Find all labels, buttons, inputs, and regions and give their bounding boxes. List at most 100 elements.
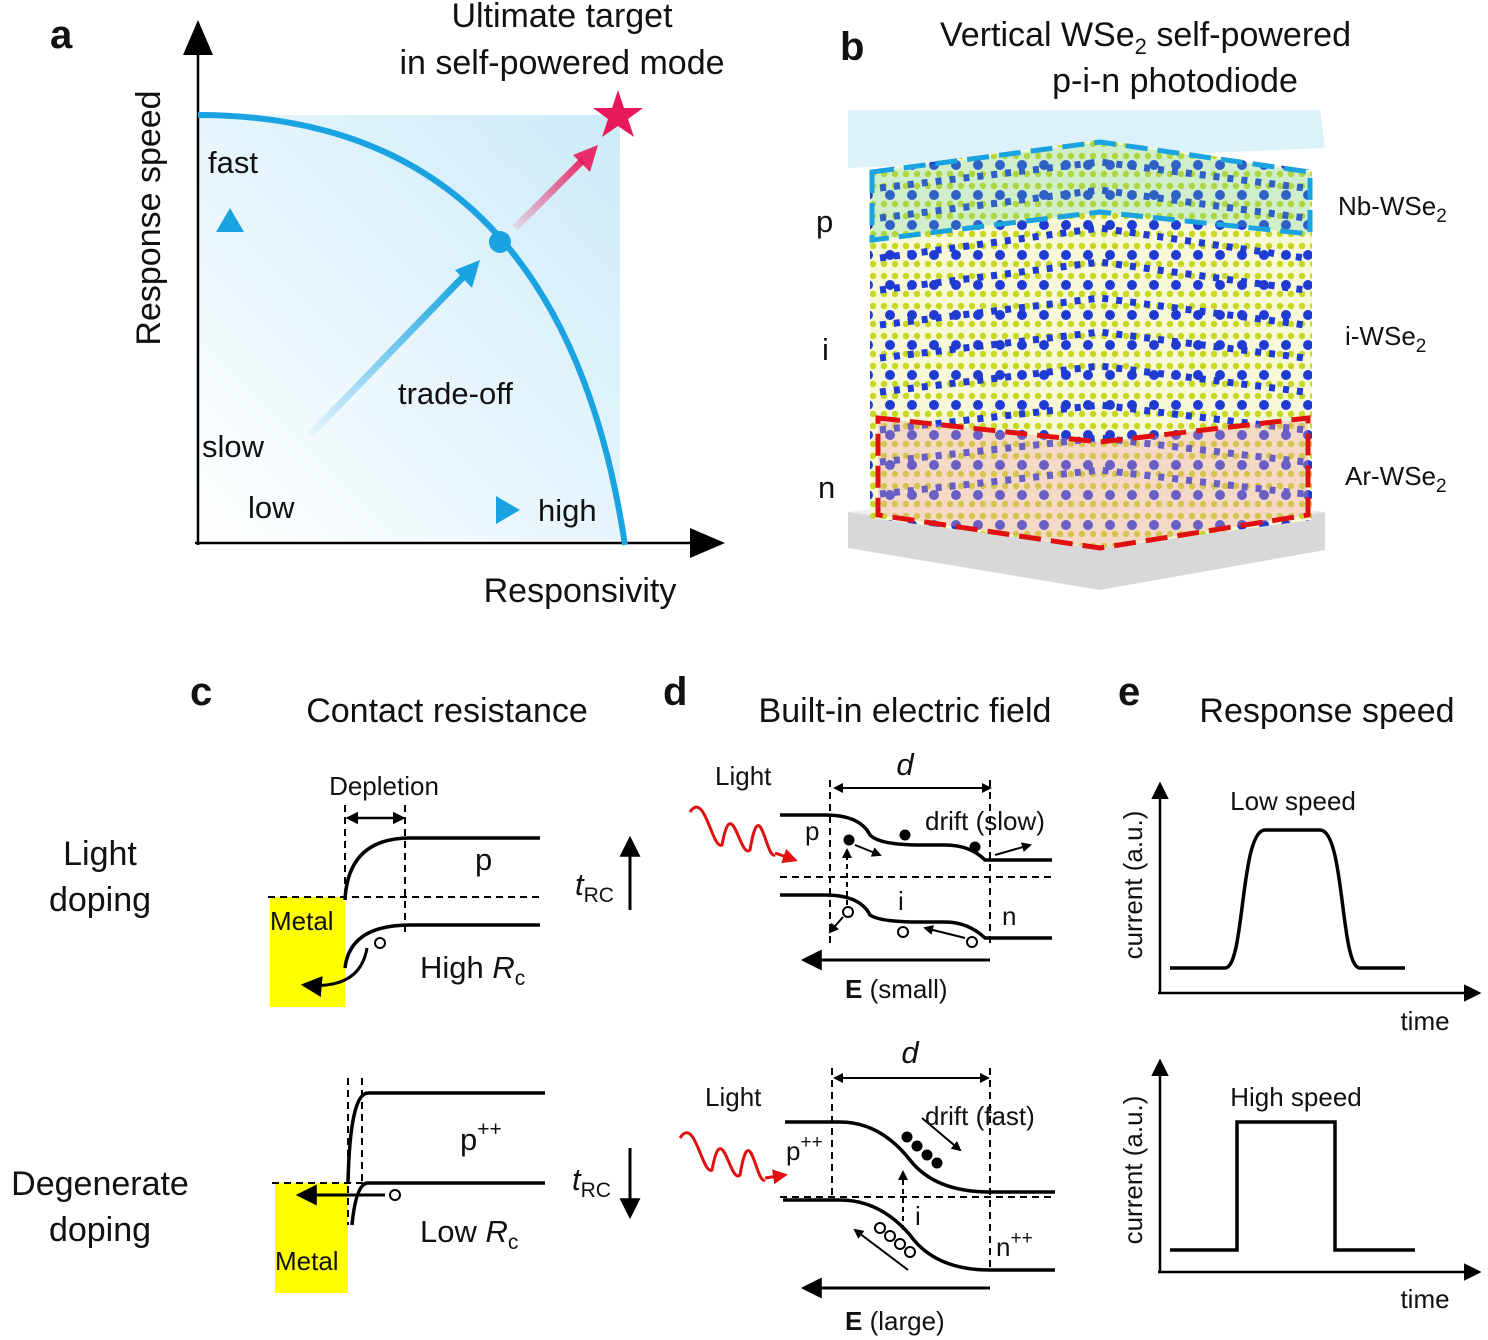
electron-icon [911,1140,923,1152]
target-label-line2: in self-powered mode [399,44,724,82]
conduction-band-d-top [780,893,1052,940]
material-p-label: Nb-WSe2 [1338,191,1447,227]
metal-block-bottom [275,1183,348,1293]
layer-i-label: i [822,332,829,367]
hole-icon [842,906,854,918]
tradeoff-arrow [307,272,468,438]
light-arrow-top [774,848,798,864]
high-arrow-head [496,496,520,524]
layer-n-label: n [818,470,835,505]
ppp-label: p++ [460,1118,502,1157]
x-axis-arrowhead [690,528,725,558]
conduction-band-d-bottom [783,1198,1055,1272]
conduction-band-top [343,923,540,969]
row1-label-line2: doping [49,881,151,919]
hole-icon [897,926,909,938]
valence-band-bottom [346,1091,545,1184]
target-arrow [512,157,586,231]
low-speed-label: Low speed [1230,786,1356,816]
y-axis-arrowhead [183,20,213,55]
panel-d: d Built-in electric field Light d p i n … [663,670,1055,1336]
p-label-d-top: p [805,816,819,846]
hole-icon [374,937,386,949]
panel-a-label: a [50,13,73,57]
fast-label: fast [208,145,258,180]
material-n-label: Ar-WSe2 [1345,461,1447,497]
material-i-label: i-WSe2 [1345,321,1426,357]
light-label-bottom: Light [705,1082,762,1112]
i-label-d-bottom: i [915,1201,921,1231]
panel-c-title: Contact resistance [306,692,588,730]
trc-label-bottom: tRC [572,1162,611,1202]
panel-c-label: c [190,670,212,714]
hole-icon [894,1238,906,1250]
p-label-top: p [475,842,492,877]
e-top-x-label: time [1400,1006,1449,1036]
hole-transport-arrow [300,947,369,997]
npp-label-d: n++ [996,1228,1033,1262]
high-speed-label: High speed [1230,1082,1362,1112]
electron-icon [899,829,911,841]
x-axis-label: Responsivity [484,572,677,610]
p-region-outline [869,139,1313,243]
metal-label-bottom: Metal [275,1246,339,1276]
field-large-label: E (large) [845,1306,945,1336]
e-bottom-x-label: time [1400,1284,1449,1314]
light-arrow-bottom [764,1169,788,1185]
panel-e-label: e [1118,670,1140,714]
hole-drift-arrow [923,925,966,939]
drift-slow-label: drift (slow) [925,806,1045,836]
row2-label-line2: doping [49,1211,151,1249]
hole-icon [389,1189,401,1201]
panel-a: a Ultimate target in self-powered mode R… [50,0,725,610]
light-label-top: Light [715,761,772,791]
low-speed-response-curve [1170,828,1405,970]
e-bottom-y-label: current (a.u.) [1118,1096,1148,1245]
tradeoff-curve [197,112,628,546]
target-label-line1: Ultimate target [451,0,673,35]
panel-c: c Contact resistance Light doping Degene… [11,670,641,1293]
electron-drift-arrow [921,1117,962,1152]
valence-band-d-top [780,813,1052,862]
drift-fast-label: drift (fast) [925,1101,1035,1131]
hole-icon [904,1246,916,1258]
ppp-label-d: p++ [786,1132,823,1166]
light-wave-bottom [678,1131,766,1182]
tradeoff-point [489,231,511,253]
w-layers [879,158,1306,498]
electron-drift-arrow [994,842,1032,856]
electron-icon [969,841,981,853]
panel-b-label: b [840,25,864,69]
hole-drift-arrow [828,916,844,934]
hole-drift-arrow [853,1228,909,1271]
electron-drift-arrow [854,844,882,857]
electron-icon [931,1157,943,1169]
n-region-outline [875,415,1311,551]
electron-icon [843,834,855,846]
layer-p-label: p [816,204,833,239]
target-region [198,115,620,540]
panel-b: b Vertical WSe2 self-powered p-i-n photo… [816,16,1447,590]
metal-label-top: Metal [270,906,334,936]
high-rc-label: High Rc [420,950,525,990]
panel-d-title: Built-in electric field [759,692,1052,730]
panel-e-title: Response speed [1199,692,1454,730]
ar-treated-region [878,418,1308,548]
panel-e: e Response speed current (a.u.) time Low… [1118,670,1482,1314]
low-label: low [248,490,295,525]
e-top-y-label: current (a.u.) [1118,811,1148,960]
valence-band-top [343,836,540,901]
tradeoff-label: trade-off [398,376,513,411]
light-wave-top [688,805,776,857]
slow-label: slow [202,429,265,464]
n-label-d-top: n [1002,901,1016,931]
target-arrow-head [573,145,598,172]
valence-band-d-bottom [785,1120,1055,1194]
hole-icon [966,936,978,948]
light-beam [848,110,1325,168]
trc-label-top: tRC [575,867,614,907]
electron-icon [901,1131,913,1143]
fast-arrow-head [216,208,244,232]
d-label-top: d [896,747,915,782]
